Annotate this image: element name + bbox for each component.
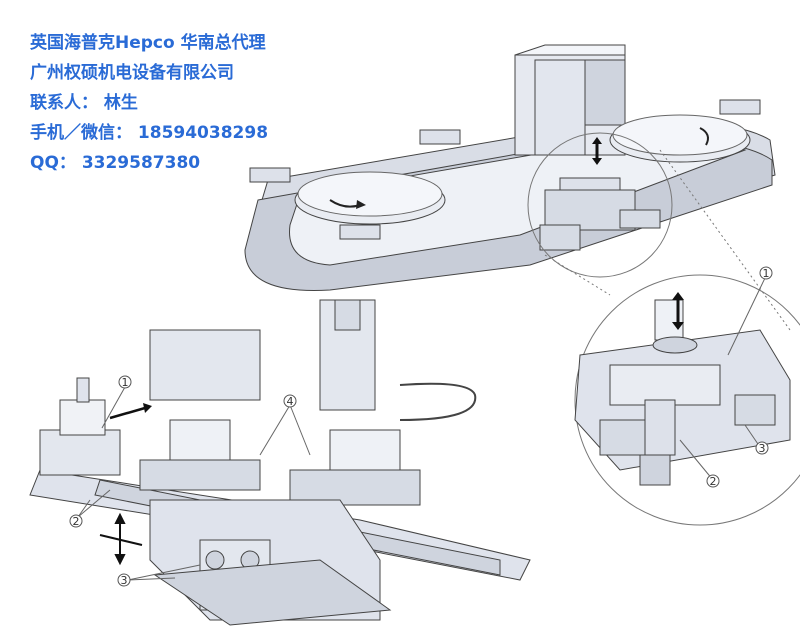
callout-2-detail: 2 xyxy=(706,474,720,488)
contact-block: 英国海普克Hepco 华南总代理 广州权硕机电设备有限公司 联系人： 林生 手机… xyxy=(30,28,268,178)
linear-system xyxy=(29,299,531,626)
sensor-cable xyxy=(399,382,477,421)
svg-text:1: 1 xyxy=(122,376,129,389)
contact-person: 联系人： 林生 xyxy=(30,93,138,113)
company-title: 英国海普克Hepco 华南总代理 xyxy=(30,33,266,53)
svg-text:3: 3 xyxy=(121,574,128,587)
callout-4-left: 4 xyxy=(283,394,297,408)
svg-text:1: 1 xyxy=(763,267,770,280)
callout-1-left: 1 xyxy=(118,375,132,389)
svg-text:2: 2 xyxy=(710,475,717,488)
cross-motion-arrows-icon xyxy=(99,512,143,566)
callout-1-detail: 1 xyxy=(759,266,773,280)
svg-text:2: 2 xyxy=(73,515,80,528)
detail-vertical-arrow-icon xyxy=(672,292,684,330)
svg-text:3: 3 xyxy=(759,442,766,455)
vertical-arrow-icon xyxy=(592,137,602,165)
top-carriage xyxy=(539,189,661,251)
callout-3-detail: 3 xyxy=(755,441,769,455)
phone-wechat: 手机／微信： 18594038298 xyxy=(30,123,269,143)
svg-text:4: 4 xyxy=(287,395,294,408)
detail-view xyxy=(574,299,791,486)
company-name: 广州权硕机电设备有限公司 xyxy=(30,63,234,83)
left-rotary-disc xyxy=(294,171,446,225)
callout-3-left: 3 xyxy=(117,573,131,587)
leader-lines xyxy=(77,277,766,581)
linear-motion-arrow-icon xyxy=(109,403,152,420)
callout-2-left: 2 xyxy=(69,514,83,528)
detail-callout-circle xyxy=(527,132,800,526)
qq-number: QQ： 3329587380 xyxy=(30,153,201,173)
oval-track-system xyxy=(244,44,776,291)
right-rotary-disc xyxy=(609,114,751,163)
